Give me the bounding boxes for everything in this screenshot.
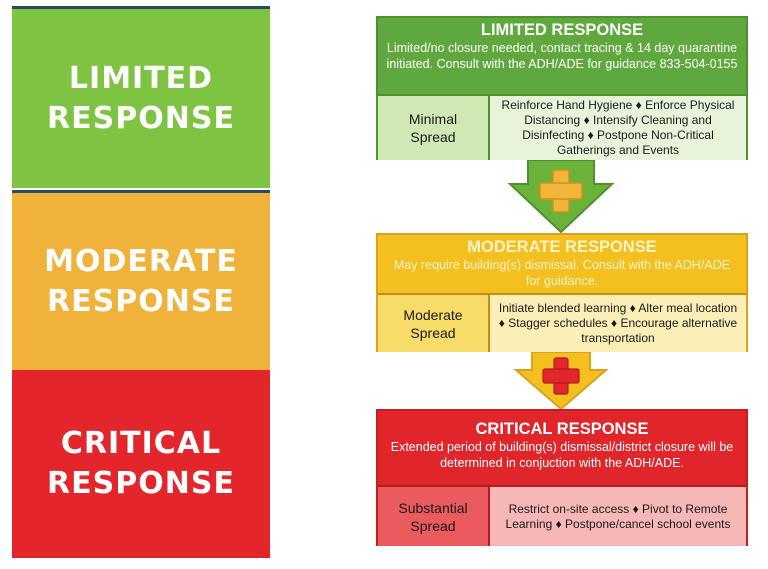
moderate-response-box: MODERATE RESPONSE May require building(s… (376, 233, 748, 352)
moderate-spread-label: Moderate Spread (378, 295, 490, 352)
limited-response-actions: Reinforce Hand Hygiene ♦ Enforce Physica… (490, 96, 746, 160)
critical-response-title: CRITICAL RESPONSE (475, 420, 649, 438)
limited-response-header: LIMITED RESPONSE Limited/no closure need… (378, 18, 746, 94)
critical-response-block: CRITICAL RESPONSE (12, 370, 270, 558)
minimal-spread-label: Minimal Spread (378, 96, 490, 160)
substantial-spread-label: Substantial Spread (378, 487, 490, 546)
moderate-response-description: May require building(s) dismissal. Consu… (393, 258, 731, 288)
moderate-response-actions: Initiate blended learning ♦ Alter meal l… (490, 295, 746, 352)
plus-icon (542, 357, 580, 395)
moderate-response-header: MODERATE RESPONSE May require building(s… (378, 235, 746, 293)
critical-response-label: CRITICAL RESPONSE (47, 426, 235, 501)
limited-response-label: LIMITED RESPONSE (47, 60, 235, 136)
moderate-response-label: MODERATE RESPONSE (44, 244, 238, 319)
limited-response-title: LIMITED RESPONSE (480, 21, 644, 39)
moderate-response-row: Moderate Spread Initiate blended learnin… (378, 293, 746, 352)
down-arrow-green (507, 160, 615, 234)
plus-icon (539, 169, 583, 213)
critical-response-actions: Restrict on-site access ♦ Pivot to Remot… (490, 487, 746, 546)
limited-response-row: Minimal Spread Reinforce Hand Hygiene ♦ … (378, 94, 746, 160)
limited-response-box: LIMITED RESPONSE Limited/no closure need… (376, 16, 748, 160)
critical-response-description: Extended period of building(s) dismissal… (390, 440, 734, 470)
moderate-response-title: MODERATE RESPONSE (467, 238, 657, 256)
limited-response-description: Limited/no closure needed, contact traci… (386, 41, 738, 71)
moderate-response-block: MODERATE RESPONSE (12, 190, 270, 371)
limited-response-block: LIMITED RESPONSE (12, 6, 270, 188)
down-arrow-yellow (513, 352, 609, 410)
critical-response-box: CRITICAL RESPONSE Extended period of bui… (376, 409, 748, 546)
critical-response-header: CRITICAL RESPONSE Extended period of bui… (378, 411, 746, 485)
critical-response-row: Substantial Spread Restrict on-site acce… (378, 485, 746, 546)
